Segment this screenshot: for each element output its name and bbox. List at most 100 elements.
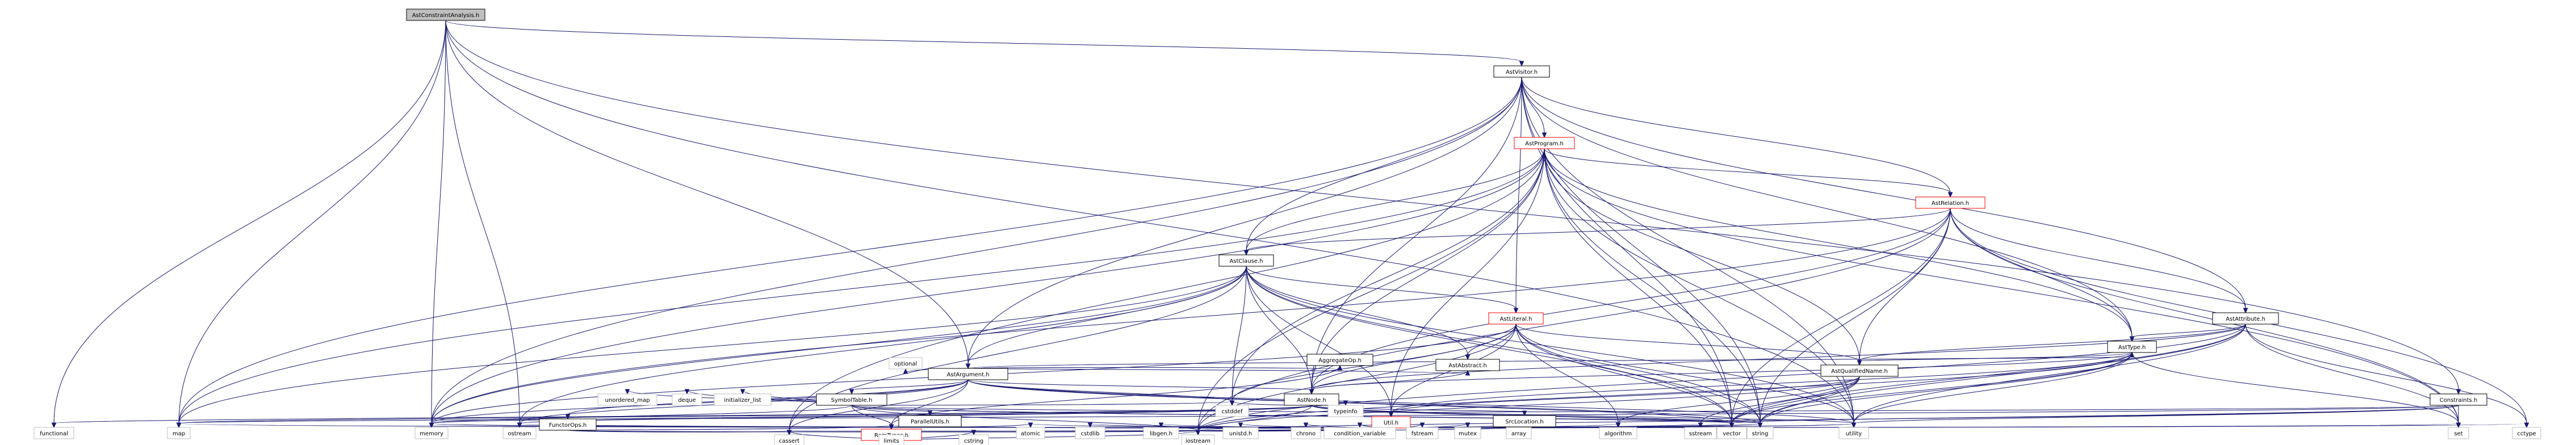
node-vector: vector [1716,427,1747,439]
edge-root-to-memory [429,20,446,429]
node-libgen: libgen.h [1143,427,1179,439]
node-cassert: cassert [774,434,805,445]
node-box [1222,427,1259,439]
node-astnode[interactable]: AstNode.h [1284,393,1339,406]
node-astqualifiedname[interactable]: AstQualifiedName.h [1820,364,1899,377]
edge-astprogram-to-vector [1544,148,1735,429]
node-chrono: chrono [1291,427,1321,439]
node-label: cstdlib [1081,431,1100,437]
node-typeinfo: typeinfo [1327,405,1364,417]
node-box [1291,427,1321,439]
node-label: AstArgument.h [946,372,989,378]
node-astprogram[interactable]: AstProgram.h [1514,137,1575,149]
edge-astargument-to-astnode [967,379,1314,395]
node-deque: deque [672,393,702,406]
node-label: cstring [964,438,983,444]
node-utility: utility [1838,427,1869,439]
dependency-edges [51,20,2529,441]
node-label: AstLiteral.h [1500,316,1532,322]
edge-asttype-to-set [2131,352,2461,429]
edge-astargument-to-symboltable [849,379,969,395]
node-cctype: cctype [2512,427,2541,439]
node-box [816,393,887,406]
node-label: atomic [1021,431,1040,437]
node-sstream: sstream [1684,427,1717,439]
node-root: AstConstraintAnalysis.h [406,9,485,21]
node-astvisitor[interactable]: AstVisitor.h [1493,65,1550,78]
edge-constraints-to-util [1388,405,2459,418]
node-label: optional [894,361,918,367]
node-label: AstAttribute.h [2226,316,2265,322]
node-label: SymbolTable.h [831,397,873,404]
node-astrelation[interactable]: AstRelation.h [1915,196,1986,209]
node-astliteral[interactable]: AstLiteral.h [1488,312,1544,325]
node-aggregateop[interactable]: AggregateOp.h [1306,354,1373,366]
node-box [1143,427,1179,439]
edge-astvisitor-to-utility [1521,77,1857,429]
node-symboltable[interactable]: SymbolTable.h [816,393,887,406]
node-box [714,393,772,406]
node-astclause[interactable]: AstClause.h [1218,254,1274,267]
node-box [33,427,74,439]
node-label: typeinfo [1334,409,1357,415]
node-util[interactable]: Util.h [1371,416,1411,429]
node-cstddef: cstddef [1215,405,1249,417]
node-initializer-list: initializer_list [714,393,772,406]
node-box [1599,427,1637,439]
node-box [1488,312,1544,325]
node-box [1506,427,1532,439]
node-label: limits [883,438,899,444]
node-box [774,434,805,445]
edge-astattribute-to-cctype [2245,324,2529,429]
node-box [2512,427,2541,439]
node-asttype[interactable]: AstType.h [2107,341,2157,353]
node-astabstract[interactable]: AstAbstract.h [1435,359,1500,371]
node-label: iostream [1186,438,1210,444]
node-label: chrono [1296,431,1316,437]
node-label: functional [40,431,68,437]
dependency-nodes: AstConstraintAnalysis.hAstVisitor.hAstPr… [33,9,2541,445]
node-box [1915,196,1986,209]
node-label: ParallelUtils.h [911,419,949,425]
node-astattribute[interactable]: AstAttribute.h [2212,312,2279,325]
node-box [958,434,989,445]
node-astargument[interactable]: AstArgument.h [928,368,1008,380]
node-label: AstProgram.h [1525,141,1564,147]
edge-astclause-to-map [176,266,1247,429]
node-label: algorithm [1605,431,1632,437]
node-srclocation[interactable]: SrcLocation.h [1493,415,1556,427]
node-label: fstream [1411,431,1434,437]
edge-astrelation-to-astattribute [1950,208,2248,314]
node-label: string [1752,431,1769,437]
node-cstring: cstring [958,434,989,445]
node-box [406,9,485,21]
node-functorops[interactable]: FunctorOps.h [539,418,597,431]
node-box [898,415,962,427]
node-label: unistd.h [1229,431,1252,437]
node-box [1215,405,1249,417]
edge-astvisitor-to-astliteral [1513,77,1522,314]
node-label: AstAbstract.h [1448,363,1486,369]
node-constraints[interactable]: Constraints.h [2430,393,2487,406]
node-box [167,427,191,439]
edge-astvisitor-to-astrelation [1521,77,1953,198]
node-label: condition_variable [1334,431,1386,437]
edge-astprogram-to-memory [429,148,1545,429]
node-atomic: atomic [1016,427,1045,439]
node-unistd: unistd.h [1222,427,1259,439]
node-box [1493,415,1556,427]
edge-astliteral-to-astqualifiedname [1515,324,1862,366]
node-label: cctype [2517,431,2536,437]
edge-astclause-to-cstddef [1229,266,1247,406]
node-label: set [2454,431,2462,437]
edge-root-to-astvisitor [445,20,1524,67]
node-label: Constraints.h [2440,397,2478,404]
edge-root-to-astargument [445,20,971,370]
node-cstdlib: cstdlib [1075,427,1105,439]
node-box [1016,427,1045,439]
node-mutex: mutex [1454,427,1481,439]
node-parallelutils[interactable]: ParallelUtils.h [898,415,962,427]
node-box [878,434,904,445]
node-label: utility [1846,431,1862,437]
